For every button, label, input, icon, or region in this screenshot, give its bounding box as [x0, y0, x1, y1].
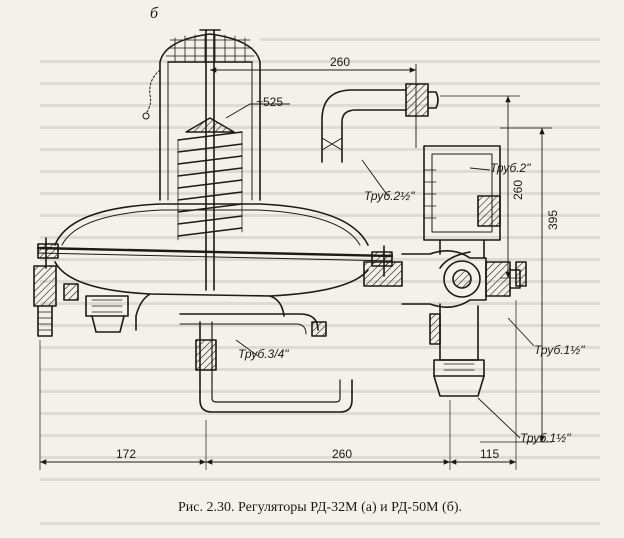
pipe-label-3-4: Труб.3/4": [238, 347, 289, 361]
pipe-label-1-half-b: Труб.1½": [520, 431, 571, 445]
pipe-label-2-half: Труб.2½": [364, 189, 415, 203]
pipe-label-1-half-a: Труб.1½": [534, 343, 585, 357]
dim-260-top: 260: [330, 55, 351, 69]
dim-115: 115: [480, 447, 500, 461]
dim-172: 172: [116, 447, 137, 461]
inlet-pipe: [423, 145, 501, 259]
spring-cage: [142, 33, 261, 201]
dim-260-bottom: 260: [332, 447, 353, 461]
dim-260-side: 260: [511, 180, 525, 201]
relief-valve: [85, 295, 129, 333]
diaphragm-cover: [54, 203, 369, 246]
figure-caption: Рис. 2.30. Регуляторы РД-32М (а) и РД-50…: [178, 500, 462, 515]
elbow-pipe: [321, 83, 439, 163]
dim-525: ~525: [256, 95, 284, 109]
left-fitting: [33, 265, 79, 337]
valve-body: [363, 250, 521, 397]
panel-letter: б: [150, 5, 159, 22]
impulse-tube: [179, 313, 353, 413]
pipe-label-2: Труб.2": [490, 161, 531, 175]
diaphragm-flange: [36, 237, 394, 277]
right-fitting: [515, 261, 527, 287]
dim-395: 395: [546, 210, 560, 231]
spring: [177, 117, 243, 241]
